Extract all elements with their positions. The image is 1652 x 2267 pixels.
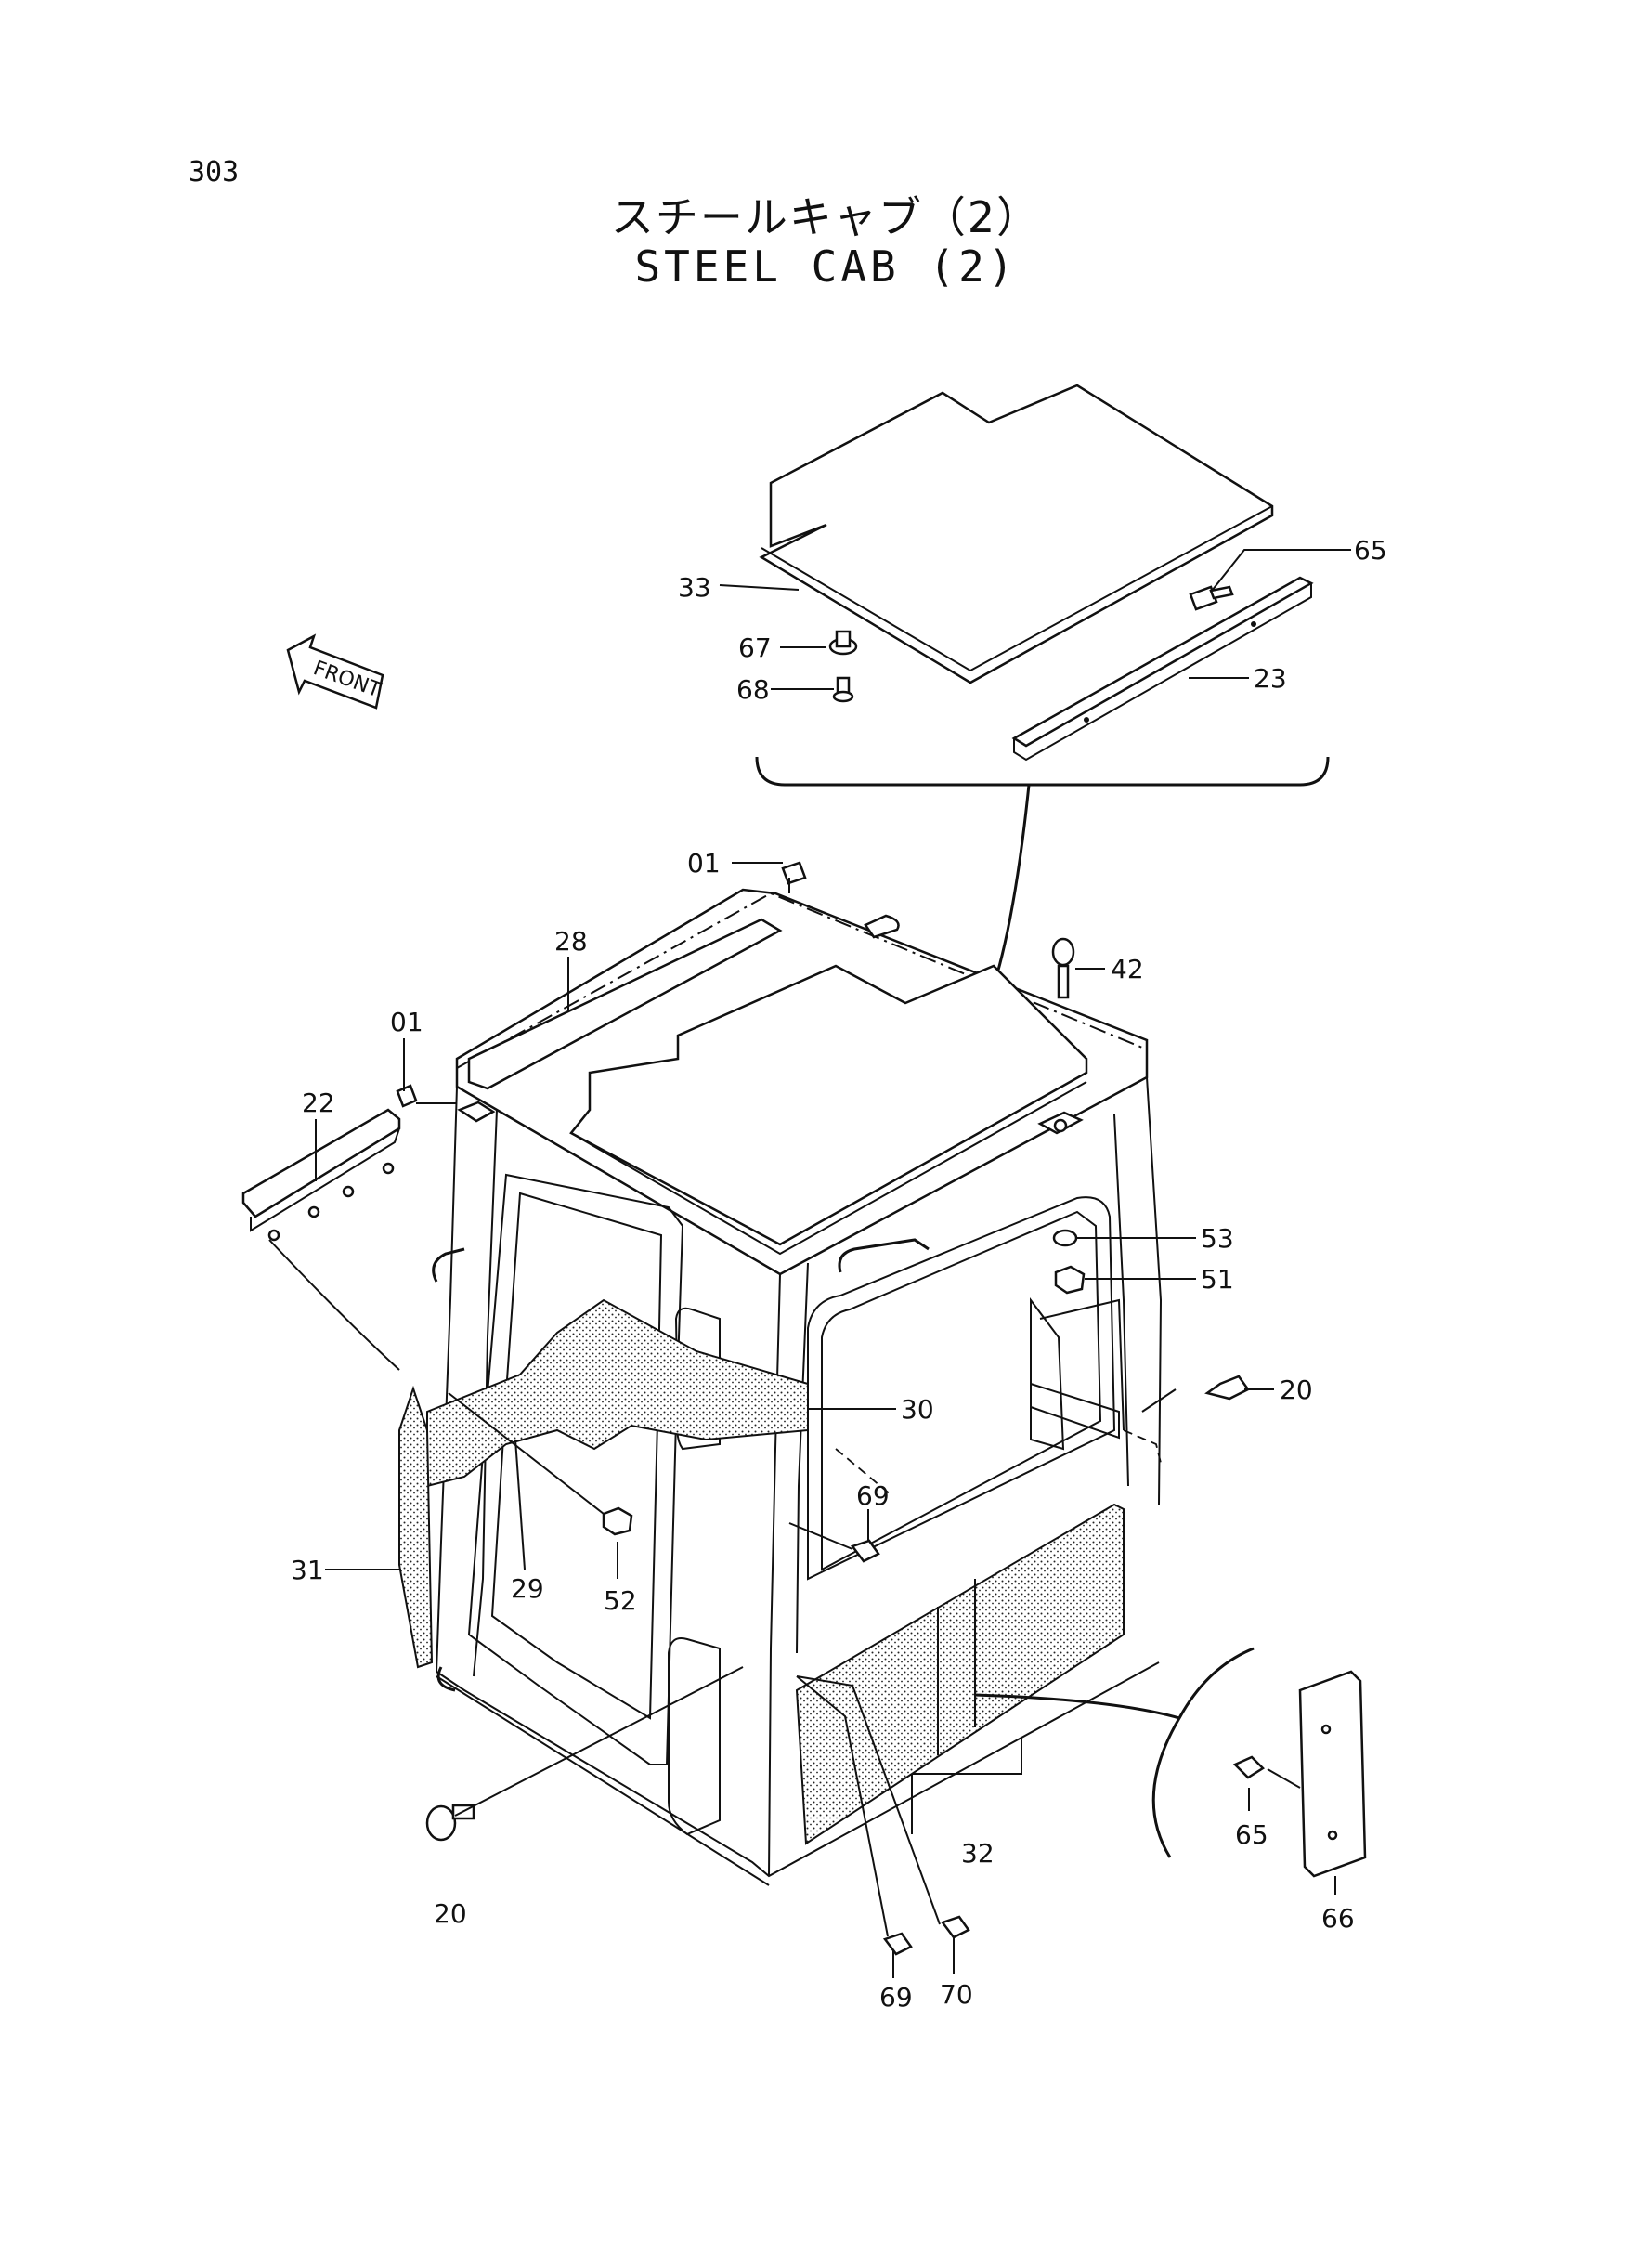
callout-52: 52 (604, 1585, 637, 1616)
roof-liner-panel (759, 384, 1274, 684)
page-title-japanese: スチールキャブ（2） (610, 192, 1042, 242)
bolt-65-bottom (1232, 1755, 1265, 1779)
screw-68 (832, 676, 854, 703)
trim-part-30 (426, 1298, 809, 1488)
callout-29: 29 (511, 1573, 544, 1604)
callout-42: 42 (1111, 954, 1144, 984)
leader-lines (268, 549, 1351, 1978)
callout-66: 66 (1321, 1903, 1355, 1934)
page-number: 303 (189, 156, 240, 189)
page-title-english: STEEL CAB (2) (634, 241, 1018, 292)
fastener-65-top (1189, 585, 1234, 611)
callout-53: 53 (1201, 1223, 1234, 1254)
nut-52 (602, 1506, 633, 1536)
callout-69: 69 (856, 1480, 890, 1511)
fastener-01-left (396, 1084, 418, 1108)
plate-part-66 (1298, 1670, 1367, 1878)
roof-detail-bracket (755, 756, 1330, 787)
callout-01: 01 (390, 1007, 423, 1037)
callout-67: 67 (738, 632, 772, 663)
washer-53 (1052, 1229, 1078, 1247)
bolt-69-bottom (882, 1932, 913, 1956)
callout-23: 23 (1254, 663, 1287, 694)
callout-68: 68 (736, 674, 770, 705)
callout-28: 28 (554, 926, 588, 957)
callout-65: 65 (1235, 1819, 1268, 1850)
callout-20: 20 (434, 1898, 467, 1929)
bolt-69-mid (850, 1539, 880, 1563)
eyebolt-42 (1051, 937, 1075, 999)
callout-70: 70 (940, 1979, 973, 2010)
callout-31: 31 (291, 1555, 324, 1585)
nut-51 (1054, 1265, 1086, 1295)
callout-32: 32 (961, 1838, 995, 1869)
callout-20: 20 (1280, 1375, 1313, 1405)
fastener-01-top (781, 861, 807, 893)
callout-65: 65 (1354, 535, 1387, 566)
callout-33: 33 (678, 572, 711, 603)
callout-01: 01 (687, 848, 721, 879)
trim-part-31 (398, 1385, 434, 1669)
strip-22 (241, 1108, 401, 1242)
callout-30: 30 (901, 1394, 934, 1425)
callout-69: 69 (879, 1982, 913, 2013)
callout-22: 22 (302, 1088, 335, 1118)
trim-part-32 (795, 1503, 1125, 1845)
bolt-70 (940, 1915, 970, 1939)
bolt-20-right (1204, 1375, 1250, 1401)
washer-67 (828, 630, 858, 656)
front-arrow-icon: FRONT (286, 633, 384, 710)
rail-part-23 (1011, 576, 1314, 762)
callout-51: 51 (1201, 1264, 1234, 1295)
